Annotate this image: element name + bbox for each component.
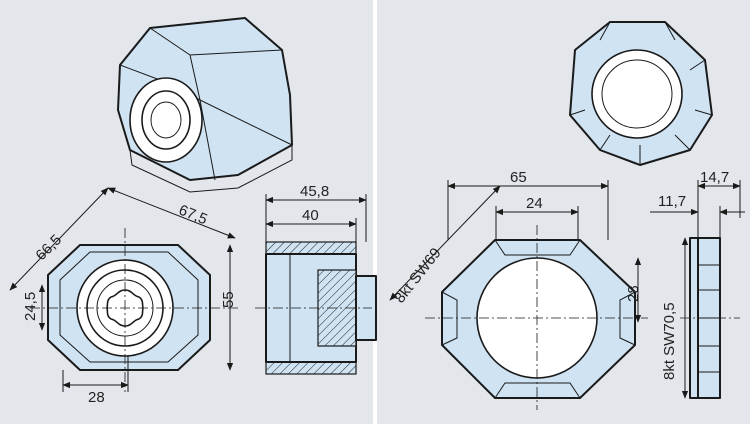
dim-ring-height: 28: [625, 285, 642, 302]
right-side-dimensions: 14,7 11,7 8kt SW70,5: [650, 169, 745, 399]
dim-side-top: 14,7: [700, 169, 729, 186]
dim-side-mid: 11,7: [658, 193, 686, 210]
panel-divider: [373, 0, 377, 424]
left-side-dimensions: 45,8 40: [265, 183, 367, 242]
dim-ring-inner: 24: [526, 195, 543, 212]
right-side-view: [680, 237, 740, 399]
dim-bottom: 28: [88, 389, 105, 406]
left-side-section-view: [255, 241, 377, 375]
dim-height: 24,5: [22, 292, 39, 321]
dim-ring-outer: 65: [510, 169, 527, 186]
right-isometric-ring-view: [569, 21, 713, 166]
dim-side-inner: 40: [302, 207, 319, 224]
left-isometric-adapter-view: [117, 17, 293, 193]
dim-side-sw-label: 8kt SW70,5: [661, 302, 678, 380]
dim-width: 55: [220, 291, 237, 308]
dim-side-overall: 45,8: [300, 183, 329, 200]
